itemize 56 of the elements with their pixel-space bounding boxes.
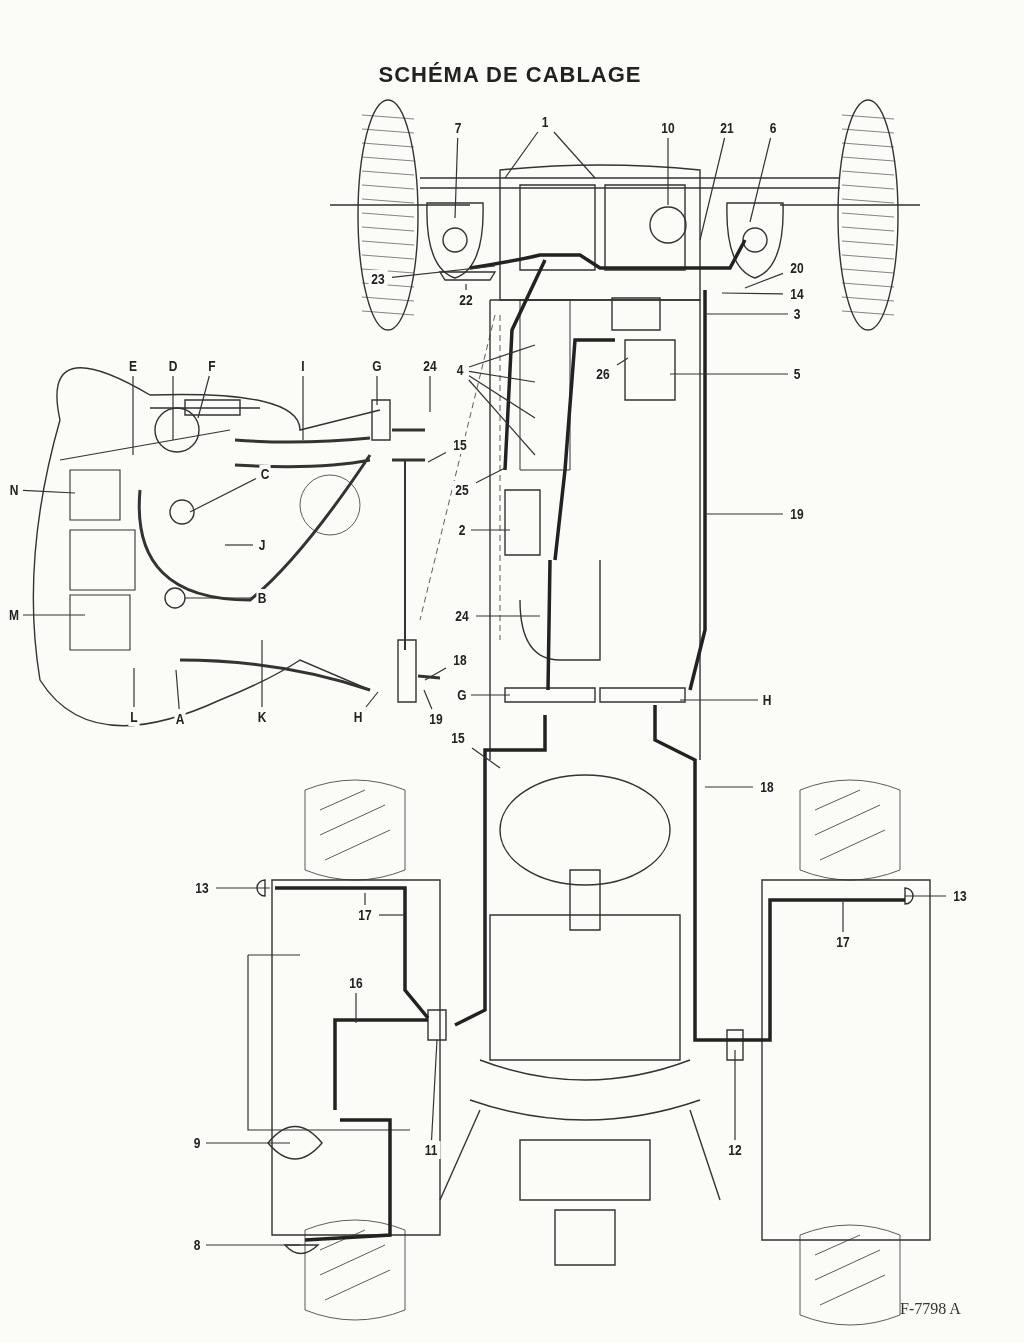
leader-line [721,292,784,295]
leader-line [842,901,844,933]
leader-line [172,375,174,441]
leader-line [734,1049,736,1141]
leader-line [197,375,210,419]
leader-line [468,370,536,383]
leader-line [468,344,536,368]
leader-line [355,992,357,1024]
leader-line [475,615,541,617]
leader-line [215,887,271,889]
leader-line [302,375,304,441]
leader-line [22,489,76,494]
leader-line [454,137,459,219]
diagram-title: SCHÉMA DE CABLAGE [377,62,643,88]
leader-line [423,689,433,710]
leader-line [22,614,86,616]
leader-line [468,375,536,419]
leader-line [376,375,378,406]
leader-line [132,375,134,456]
leader-line [704,786,754,788]
leader-line [430,1039,438,1141]
leader-line [205,1142,291,1144]
leader-line [429,375,431,413]
leader-line [378,914,406,916]
leader-line [667,137,669,206]
leader-line [184,597,254,599]
leader-line [365,691,379,708]
leader-line [669,373,789,375]
leader-line [704,313,789,315]
leader-line [261,639,263,708]
leader-line [133,667,135,708]
figure-reference: F-7798 A [900,1300,961,1318]
leader-line [205,1244,301,1246]
leader-line [679,699,759,701]
leader-line [364,892,366,906]
leader-line [744,272,784,289]
leader-line [427,451,447,463]
leader-line [704,513,784,515]
leader-line [175,669,180,710]
leader-line [616,357,629,366]
leader-line [471,747,501,769]
leader-line [749,137,772,223]
leader-line [468,379,536,456]
leader-line [475,467,506,484]
leader-line [465,283,467,291]
leader-line [553,131,596,179]
leader-line [470,694,511,696]
leader-line [391,265,496,279]
leader-line [699,137,726,241]
leader-line [189,477,257,513]
leader-line [470,529,511,531]
leader-line [224,544,254,546]
callout-label: 23 [368,270,388,288]
leader-line [424,667,447,681]
leader-line [904,895,947,897]
leader-line [504,131,539,179]
